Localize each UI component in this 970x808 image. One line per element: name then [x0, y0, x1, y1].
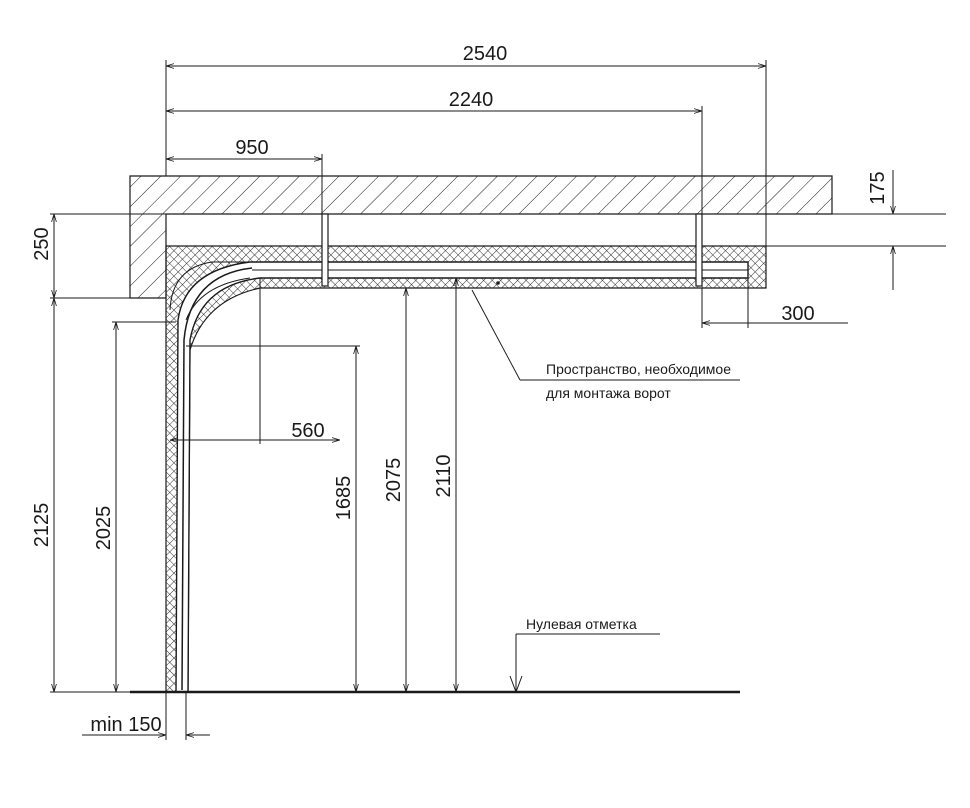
space-leader-line: [471, 289, 521, 381]
dim-560: 560: [291, 420, 324, 442]
dim-175: 175: [867, 171, 889, 204]
note-zero-mark: Нулевая отметка: [526, 616, 637, 632]
dim-2125: 2125: [31, 503, 53, 548]
dim-1685: 1685: [333, 476, 355, 521]
dim-2075: 2075: [383, 458, 405, 503]
guide-rail-outer: [185, 277, 251, 321]
note-space-line2: для монтажа ворот: [546, 385, 671, 401]
dim-300: 300: [781, 303, 814, 325]
note-space-line1: Пространство, необходимое: [546, 361, 731, 377]
dim-2240: 2240: [449, 89, 494, 111]
ceiling-hangers: [321, 213, 703, 287]
roller-dot: [496, 281, 500, 285]
door-track: [175, 261, 749, 693]
guide-rail-inner: [169, 261, 250, 311]
dim-950: 950: [235, 137, 268, 159]
hanger-right: [695, 213, 703, 287]
installation-space-horizontal: [165, 245, 767, 693]
guide-rail-curve: [181, 267, 253, 691]
callouts: Пространство, необходимое для монтажа во…: [471, 289, 740, 694]
installation-space: [165, 245, 767, 693]
hanger-left: [321, 213, 329, 287]
dim-2540: 2540: [463, 43, 508, 65]
dim-2110: 2110: [433, 454, 455, 497]
dim-min150: min 150: [90, 714, 161, 736]
dimensions: 2540 2240 950 175 250 300 560 2125: [31, 43, 946, 740]
zero-mark-arrow-icon: [509, 675, 523, 694]
dim-250: 250: [31, 227, 53, 260]
dim-2025: 2025: [93, 506, 115, 551]
